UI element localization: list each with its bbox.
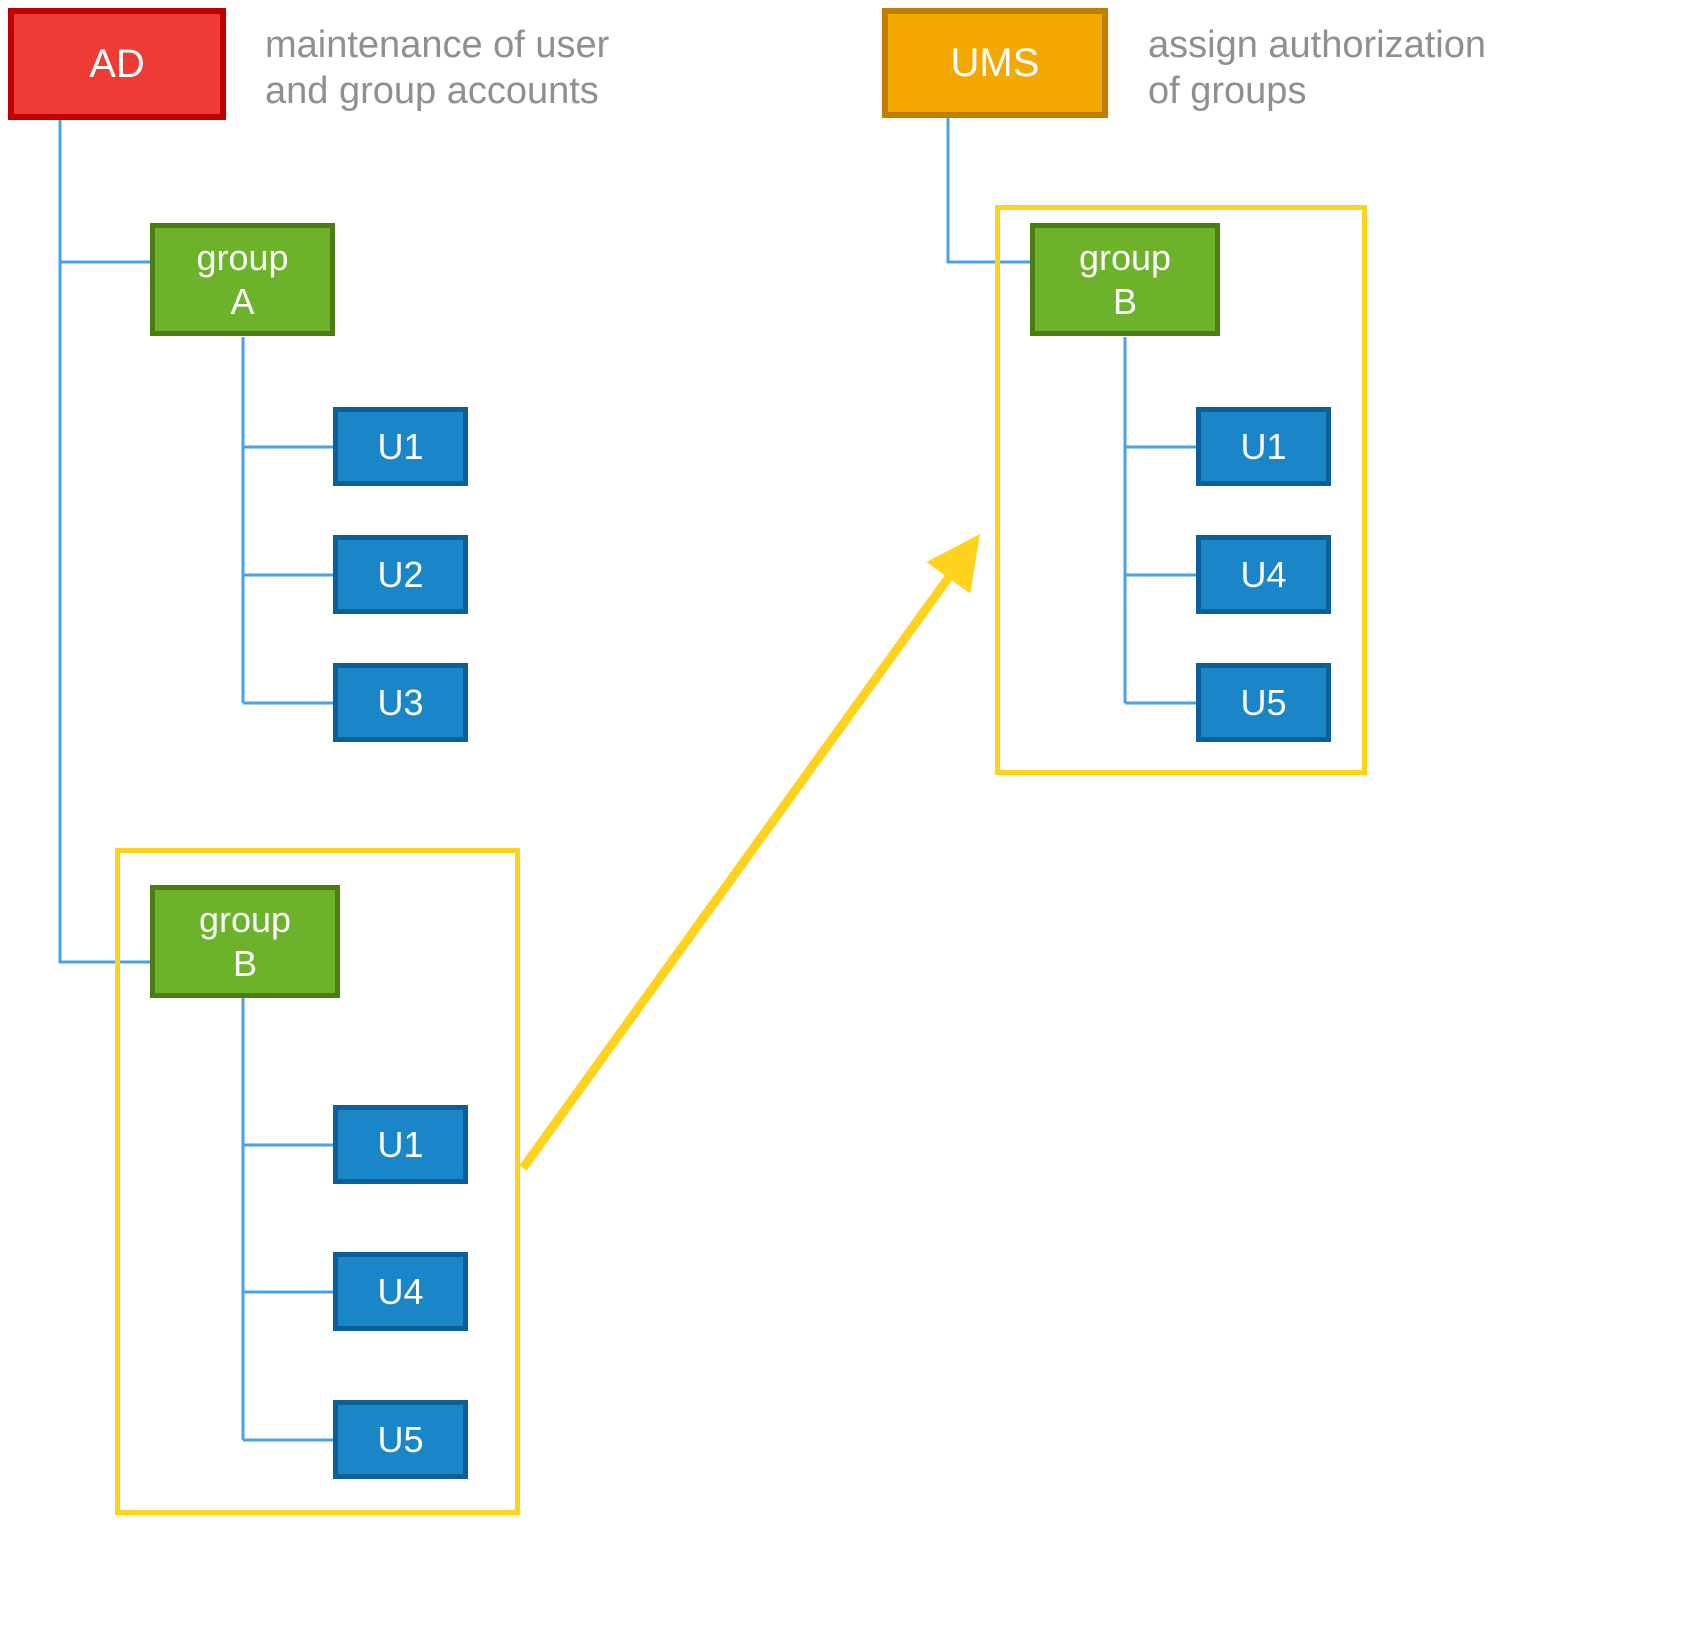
ums-box: UMS [882,8,1108,118]
sync-arrow [519,534,980,1171]
ad-group-a-user-3: U3 [333,663,468,742]
ad-group-a-box: group A [150,223,335,336]
ad-group-b-user-3: U5 [333,1400,468,1479]
connector-group-b-left-users [241,998,333,1442]
frame-ums-group-b [995,205,1367,775]
ums-note: assign authorization of groups [1148,24,1486,113]
ad-group-a-user-2: U2 [333,535,468,614]
ad-group-b-user-2: U4 [333,1252,468,1331]
ad-group-b-box: group B [150,885,340,998]
connector-ums-trunk [946,118,1030,264]
ums-group-b-user-3: U5 [1196,663,1331,742]
ums-group-b-user-1: U1 [1196,407,1331,486]
connector-group-a-users [241,337,333,705]
ad-box: AD [8,8,226,120]
ad-note: maintenance of user and group accounts [265,24,610,113]
ums-group-b-box: group B [1030,223,1220,336]
ad-group-b-user-1: U1 [333,1105,468,1184]
connector-ad-trunk [58,120,150,964]
frame-ad-group-b [115,848,520,1515]
ad-group-a-user-1: U1 [333,407,468,486]
connector-group-b-right-users [1123,337,1196,705]
ums-group-b-user-2: U4 [1196,535,1331,614]
